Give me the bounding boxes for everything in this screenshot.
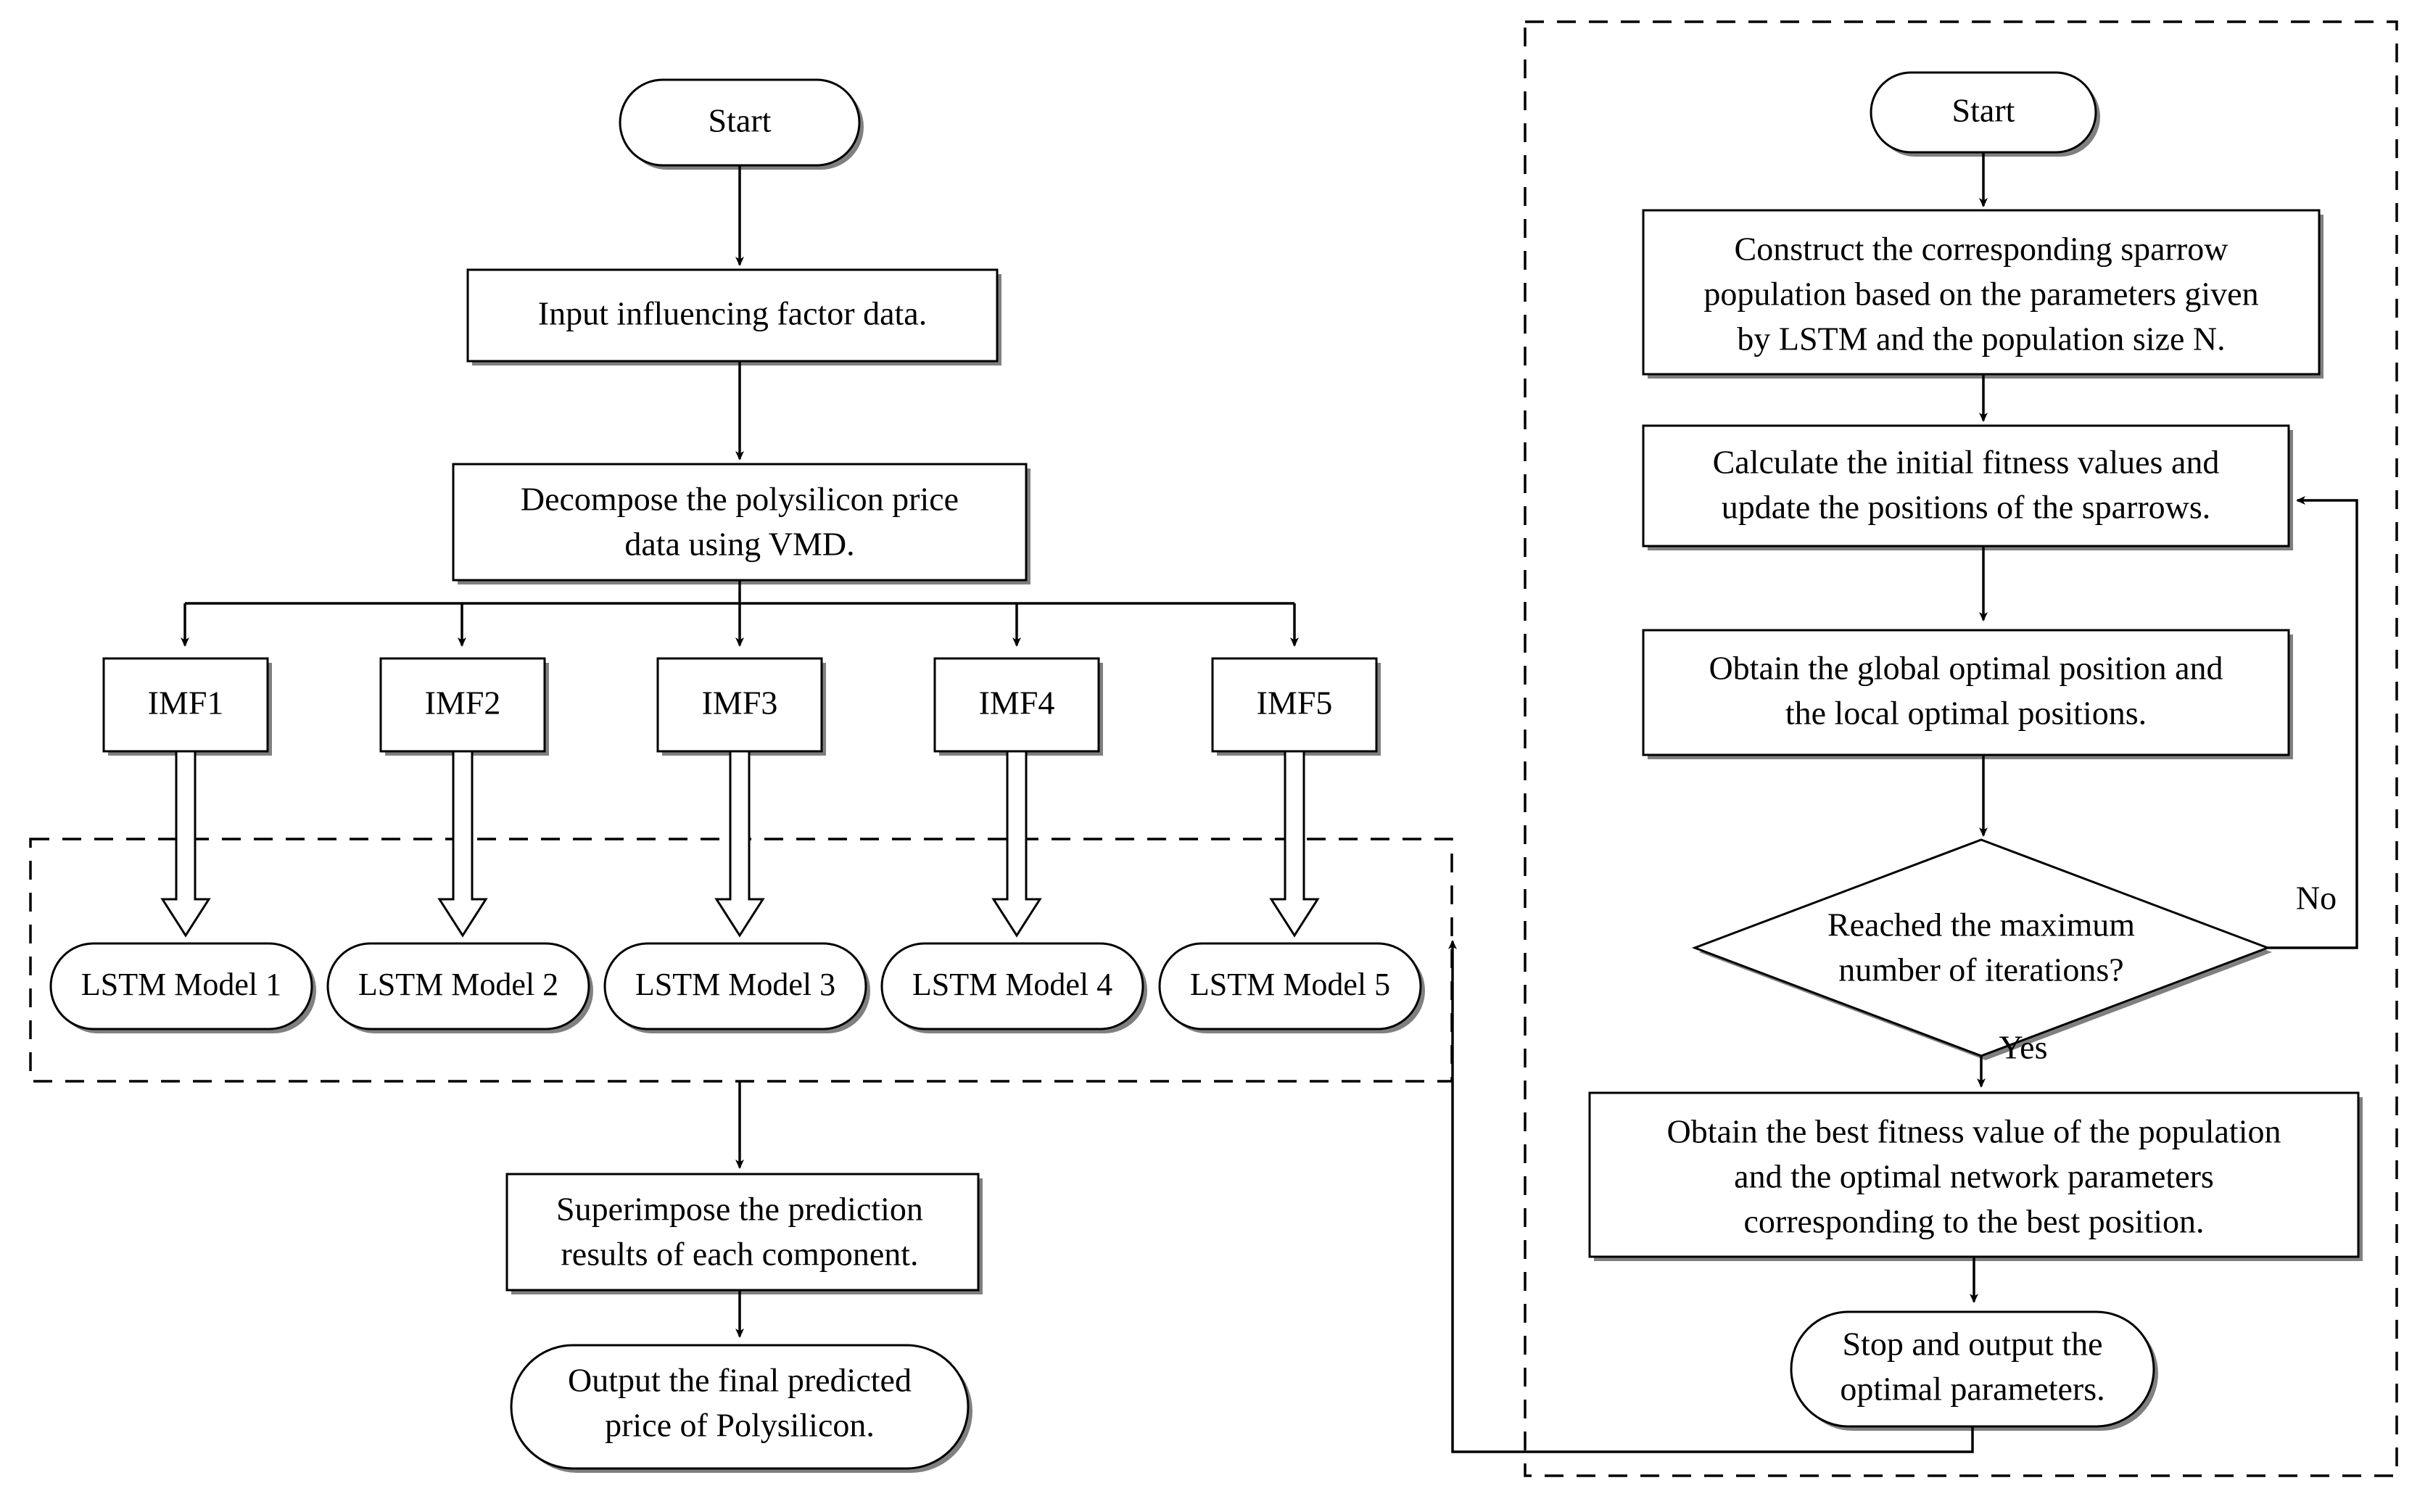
superimpose-line1: Superimpose the prediction: [556, 1191, 923, 1228]
calculate-line1: Calculate the initial fitness values and: [1713, 444, 2220, 481]
calculate-line2: update the positions of the sparrows.: [1722, 489, 2211, 526]
imf-box-3[interactable]: IMF3: [656, 657, 826, 756]
decision-line2: number of iterations?: [1838, 951, 2123, 988]
imf-box-4[interactable]: IMF4: [933, 657, 1103, 756]
imf-3-label: IMF3: [702, 685, 778, 722]
output-price-line1: Output the final predicted: [568, 1362, 912, 1399]
construct-line1: Construct the corresponding sparrow: [1735, 231, 2229, 268]
construct-population-node[interactable]: Construct the corresponding sparrow popu…: [1642, 209, 2323, 379]
block-arrow-imf-5: [1269, 750, 1320, 938]
obtain-best-node[interactable]: Obtain the best fitness value of the pop…: [1588, 1091, 2363, 1261]
branch-yes: Yes: [1977, 1029, 2048, 1088]
decision-yes-label: Yes: [1999, 1029, 2048, 1066]
imf-box-5[interactable]: IMF5: [1211, 657, 1381, 756]
block-arrow-imf-4: [991, 750, 1042, 938]
calculate-fitness-node[interactable]: Calculate the initial fitness values and…: [1642, 424, 2293, 550]
lstm-model-5-label: LSTM Model 5: [1190, 967, 1390, 1002]
branch-no-loop: No: [2268, 496, 2358, 949]
stop-output-node[interactable]: Stop and output the optimal parameters.: [1790, 1310, 2158, 1431]
imf-box-1[interactable]: IMF1: [102, 657, 272, 756]
construct-line3: by LSTM and the population size N.: [1737, 321, 2225, 358]
decompose-vmd-node[interactable]: Decompose the polysilicon price data usi…: [452, 463, 1030, 584]
obtain-best-line3: corresponding to the best position.: [1744, 1203, 2205, 1240]
imf-1-label: IMF1: [148, 685, 224, 722]
lstm-model-4-label: LSTM Model 4: [912, 967, 1112, 1002]
decompose-line2: data using VMD.: [624, 526, 854, 563]
imf-distribution-bus: [181, 580, 1299, 647]
decision-max-iterations[interactable]: Reached the maximum number of iterations…: [1691, 838, 2272, 1060]
imf-4-label: IMF4: [979, 685, 1055, 722]
output-price-node[interactable]: Output the final predicted price of Poly…: [510, 1344, 972, 1473]
right-start-label: Start: [1952, 92, 2015, 129]
decision-line1: Reached the maximum: [1827, 906, 2135, 943]
obtain-best-line1: Obtain the best fitness value of the pop…: [1667, 1113, 2281, 1150]
lstm-model-1[interactable]: LSTM Model 1: [49, 942, 316, 1033]
conn-stop-to-lstm-group: [1448, 940, 1974, 1453]
left-start-node[interactable]: Start: [619, 78, 864, 170]
right-start-node[interactable]: Start: [1870, 71, 2100, 157]
lstm-model-3[interactable]: LSTM Model 3: [603, 942, 870, 1033]
obtain-best-line2: and the optimal network parameters: [1734, 1158, 2214, 1195]
decompose-line1: Decompose the polysilicon price: [521, 481, 959, 518]
input-factor-label: Input influencing factor data.: [538, 295, 927, 332]
lstm-model-2-label: LSTM Model 2: [358, 967, 558, 1002]
construct-line2: population based on the parameters given: [1703, 276, 2258, 313]
stop-output-line2: optimal parameters.: [1840, 1371, 2104, 1408]
output-price-line2: price of Polysilicon.: [605, 1407, 875, 1444]
obtain-global-line2: the local optimal positions.: [1785, 695, 2147, 732]
block-arrow-imf-3: [714, 750, 765, 938]
imf-box-2[interactable]: IMF2: [379, 657, 549, 756]
ssa-group-dashed-box: [1524, 20, 2398, 1477]
lstm-model-4[interactable]: LSTM Model 4: [880, 942, 1147, 1033]
decision-no-label: No: [2296, 880, 2337, 917]
lstm-model-1-label: LSTM Model 1: [81, 967, 281, 1002]
lstm-model-2[interactable]: LSTM Model 2: [326, 942, 593, 1033]
obtain-global-line1: Obtain the global optimal position and: [1709, 650, 2223, 687]
stop-output-line1: Stop and output the: [1842, 1326, 2102, 1363]
block-arrow-imf-1: [160, 750, 211, 938]
input-factor-node[interactable]: Input influencing factor data.: [466, 268, 1001, 365]
lstm-model-5[interactable]: LSTM Model 5: [1158, 942, 1425, 1033]
superimpose-node[interactable]: Superimpose the prediction results of ea…: [505, 1173, 983, 1294]
lstm-model-3-label: LSTM Model 3: [635, 967, 835, 1002]
imf-2-label: IMF2: [425, 685, 501, 722]
superimpose-line2: results of each component.: [561, 1236, 918, 1273]
block-arrow-imf-2: [437, 750, 488, 938]
imf-5-label: IMF5: [1257, 685, 1333, 722]
left-start-label: Start: [709, 102, 772, 139]
obtain-global-node[interactable]: Obtain the global optimal position and t…: [1642, 629, 2293, 759]
